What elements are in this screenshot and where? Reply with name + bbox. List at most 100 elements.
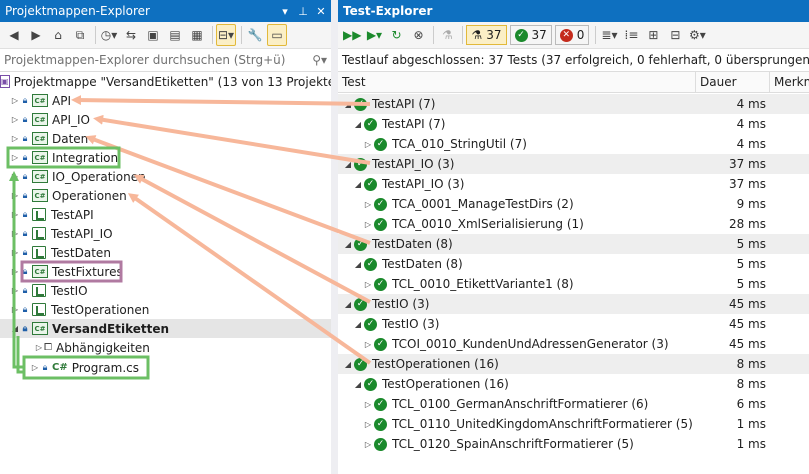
project-node[interactable]: ▷🔒︎C#Integration: [0, 148, 331, 167]
expanded-arrow-icon[interactable]: ◢: [11, 324, 19, 333]
search-input[interactable]: Projektmappen-Explorer durchsuchen (Strg…: [4, 53, 286, 67]
test-row[interactable]: ◢✓TestOperationen (16)8 ms: [338, 374, 809, 394]
expanded-arrow-icon[interactable]: ◢: [344, 359, 352, 369]
expand-all-icon[interactable]: ⊞: [648, 28, 659, 42]
test-row[interactable]: ◢✓TestIO (3)45 ms: [338, 294, 809, 314]
expand-arrow-icon[interactable]: ▷: [11, 134, 19, 143]
test-row[interactable]: ◢✓TestDaten (8)5 ms: [338, 254, 809, 274]
test-row[interactable]: ▷✓TCA_010_StringUtil (7)4 ms: [338, 134, 809, 154]
show-all-files-icon[interactable]: ▤: [169, 28, 181, 42]
expand-arrow-icon[interactable]: ▷: [11, 96, 19, 105]
expanded-arrow-icon[interactable]: ◢: [354, 319, 362, 329]
test-row[interactable]: ▷✓TCA_0001_ManageTestDirs (2)9 ms: [338, 194, 809, 214]
expanded-arrow-icon[interactable]: ◢: [344, 299, 352, 309]
project-node[interactable]: ▷🔒︎TestIO: [0, 281, 331, 300]
project-node[interactable]: ▷🔒︎TestOperationen: [0, 300, 331, 319]
run-icon[interactable]: ▶▾: [366, 28, 383, 42]
test-row[interactable]: ◢✓TestAPI_IO (3)37 ms: [338, 154, 809, 174]
refresh-icon[interactable]: ▦: [191, 28, 203, 42]
expand-arrow-icon[interactable]: ▷: [11, 210, 19, 219]
expanded-arrow-icon[interactable]: ◢: [354, 179, 362, 189]
project-node[interactable]: ▷🔒︎C#IO_Operationen: [0, 167, 331, 186]
expanded-arrow-icon[interactable]: ◢: [354, 379, 362, 389]
test-row[interactable]: ◢✓TestAPI (7)4 ms: [338, 114, 809, 134]
expand-arrow-icon[interactable]: ▷: [11, 153, 19, 162]
failed-tests-badge[interactable]: ✕ 0: [554, 25, 590, 45]
expand-arrow-icon[interactable]: ▷: [364, 139, 372, 149]
back-icon[interactable]: ◀: [9, 28, 19, 42]
expand-arrow-icon[interactable]: ▷: [11, 191, 19, 200]
test-row[interactable]: ▷✓TCOI_0010_KundenUndAdressenGenerator (…: [338, 334, 809, 354]
test-row[interactable]: ▷✓TCL_0110_UnitedKingdomAnschriftFormati…: [338, 414, 809, 434]
search-icon[interactable]: ⚲▾: [312, 53, 327, 67]
test-row[interactable]: ▷✓TCL_0120_SpainAnschriftFormatierer (5)…: [338, 434, 809, 454]
expand-arrow-icon[interactable]: ▷: [11, 229, 19, 238]
expand-arrow-icon[interactable]: ▷: [11, 115, 19, 124]
expanded-arrow-icon[interactable]: ◢: [344, 99, 352, 109]
filter-icon[interactable]: ⊟▾: [216, 24, 236, 46]
forward-icon[interactable]: ▶: [31, 28, 41, 42]
test-row[interactable]: ◢✓TestDaten (8)5 ms: [338, 234, 809, 254]
passed-tests-badge[interactable]: ✓ 37: [509, 25, 552, 45]
test-row[interactable]: ▷✓TCA_0010_XmlSerialisierung (1)28 ms: [338, 214, 809, 234]
program-cs-node[interactable]: ▷ 🔒︎ C# Program.cs: [0, 358, 331, 377]
pin-icon[interactable]: ⊥: [298, 4, 308, 18]
column-header-test[interactable]: Test: [338, 72, 696, 92]
column-header-duration[interactable]: Dauer: [696, 72, 770, 92]
expand-arrow-icon[interactable]: ▷: [364, 279, 372, 289]
pending-changes-icon[interactable]: ◷▾: [100, 28, 118, 42]
playlist-icon[interactable]: ≣▾: [601, 28, 618, 42]
run-all-icon[interactable]: ▶▶: [343, 28, 362, 42]
test-row[interactable]: ◢✓TestAPI_IO (3)37 ms: [338, 174, 809, 194]
dependencies-node[interactable]: ▷ ⧠ Abhängigkeiten: [0, 338, 331, 357]
test-row[interactable]: ◢✓TestAPI (7)4 ms: [338, 94, 809, 114]
project-node[interactable]: ▷🔒︎C#Daten: [0, 129, 331, 148]
test-name: TCA_0010_XmlSerialisierung (1): [392, 217, 584, 231]
project-node[interactable]: ▷🔒︎C#API: [0, 91, 331, 110]
sync-icon[interactable]: ⇆: [125, 28, 137, 42]
test-row[interactable]: ▷✓TCL_0010_EtikettVariante1 (8)5 ms: [338, 274, 809, 294]
project-node[interactable]: ▷🔒︎TestAPI: [0, 205, 331, 224]
collapse-all-icon[interactable]: ▣: [147, 28, 159, 42]
test-filter-icon[interactable]: ⚗: [442, 28, 453, 42]
expand-arrow-icon[interactable]: ▷: [11, 305, 19, 314]
test-row[interactable]: ▷✓TCL_0100_GermanAnschriftFormatierer (6…: [338, 394, 809, 414]
dropdown-icon[interactable]: ▾: [282, 4, 288, 18]
expanded-arrow-icon[interactable]: ◢: [344, 159, 352, 169]
preview-icon[interactable]: ▭: [267, 24, 287, 46]
expand-arrow-icon[interactable]: ▷: [11, 267, 19, 276]
project-node[interactable]: ▷🔒︎C#TestFixtures: [0, 262, 331, 281]
project-node[interactable]: ▷🔒︎TestAPI_IO: [0, 224, 331, 243]
project-node[interactable]: ▷🔒︎C#API_IO: [0, 110, 331, 129]
expand-arrow-icon[interactable]: ▷: [364, 399, 372, 409]
expand-arrow-icon[interactable]: ▷: [364, 439, 372, 449]
close-icon[interactable]: ✕: [316, 4, 326, 18]
project-node[interactable]: ▷🔒︎TestDaten: [0, 243, 331, 262]
expand-arrow-icon[interactable]: ▷: [364, 339, 372, 349]
expand-arrow-icon[interactable]: ▷: [11, 286, 19, 295]
project-node[interactable]: ▷🔒︎C#Operationen: [0, 186, 331, 205]
home-icon[interactable]: ⌂: [54, 28, 62, 42]
solution-node[interactable]: ▣ Projektmappe "VersandEtiketten" (13 vo…: [0, 72, 331, 91]
expand-arrow-icon[interactable]: ▷: [11, 248, 19, 257]
expand-arrow-icon[interactable]: ▷: [364, 199, 372, 209]
project-node[interactable]: ◢🔒︎C#VersandEtiketten: [0, 319, 331, 338]
repeat-run-icon[interactable]: ↻: [391, 28, 402, 42]
group-icon[interactable]: ⁞≡: [624, 28, 639, 42]
properties-icon[interactable]: 🔧: [247, 28, 263, 42]
total-tests-badge[interactable]: ⚗ 37: [466, 25, 507, 45]
expand-arrow-icon[interactable]: ▷: [364, 419, 372, 429]
expanded-arrow-icon[interactable]: ◢: [354, 259, 362, 269]
settings-gear-icon[interactable]: ⚙▾: [689, 28, 706, 42]
cancel-run-icon[interactable]: ⊗: [413, 28, 424, 42]
expand-arrow-icon[interactable]: ▷: [11, 172, 19, 181]
test-row[interactable]: ◢✓TestIO (3)45 ms: [338, 314, 809, 334]
test-row[interactable]: ◢✓TestOperationen (16)8 ms: [338, 354, 809, 374]
expanded-arrow-icon[interactable]: ◢: [354, 119, 362, 129]
switch-views-icon[interactable]: ⧉: [75, 27, 85, 42]
collapse-all-icon[interactable]: ⊟: [670, 28, 681, 42]
expand-arrow-icon[interactable]: ▷: [364, 219, 372, 229]
solution-explorer-search[interactable]: Projektmappen-Explorer durchsuchen (Strg…: [0, 49, 331, 72]
expanded-arrow-icon[interactable]: ◢: [344, 239, 352, 249]
column-header-traits[interactable]: Merkm: [774, 75, 809, 89]
